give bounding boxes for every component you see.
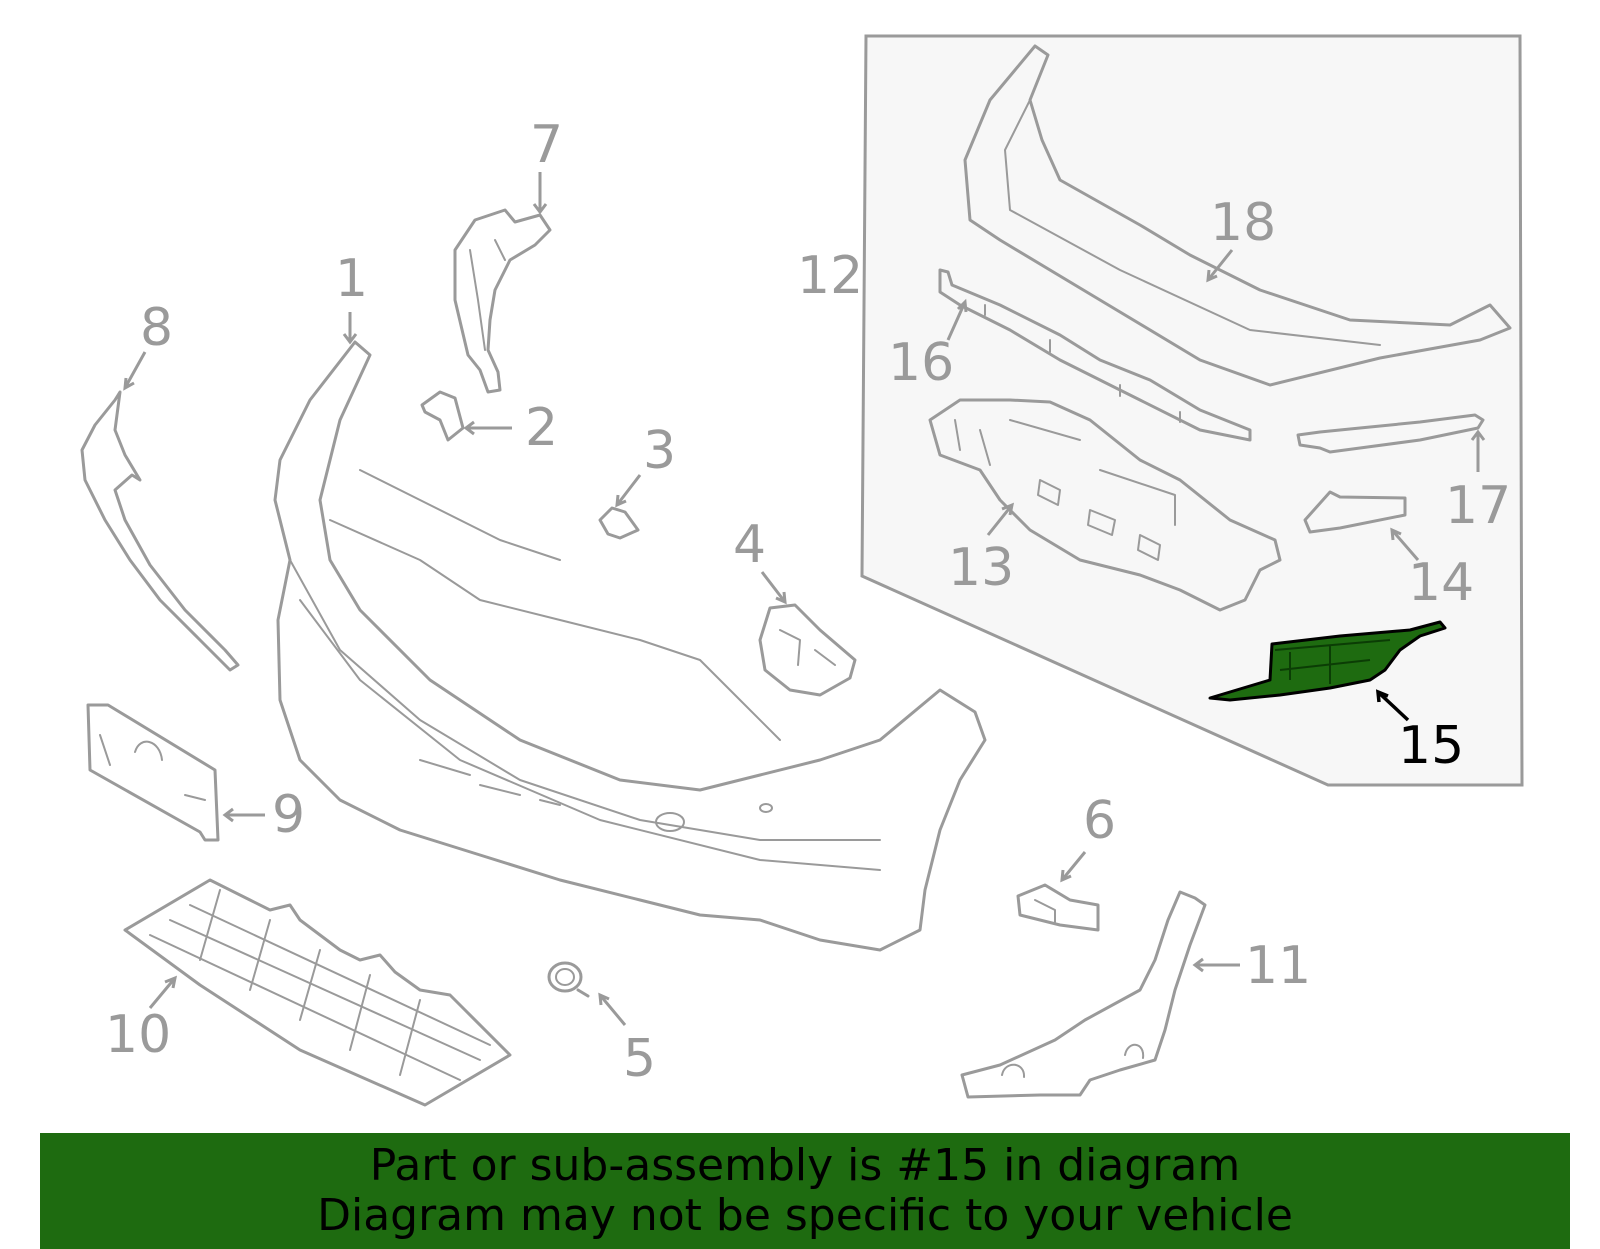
callout-5[interactable]: 5: [623, 1029, 656, 1089]
part-17-bracket[interactable]: [1296, 413, 1485, 454]
banner-line-disclaimer: Diagram may not be specific to your vehi…: [317, 1190, 1293, 1241]
part-11-side-bracket[interactable]: [960, 890, 1207, 1099]
part-18-upper-absorber[interactable]: [963, 44, 1512, 387]
subassembly-inset-frame: [860, 34, 1524, 787]
callout-1[interactable]: 1: [335, 249, 368, 309]
callout-17[interactable]: 17: [1445, 476, 1511, 536]
part-4-bracket[interactable]: [758, 603, 857, 697]
callout-6[interactable]: 6: [1083, 791, 1116, 851]
callout-3[interactable]: 3: [643, 421, 676, 481]
banner-line-part-number: Part or sub-assembly is #15 in diagram: [369, 1140, 1241, 1191]
info-banner: Part or sub-assembly is #15 in diagram D…: [40, 1133, 1570, 1249]
callout-labels: 1 2 3 4 5 6 7 8 9 10 11 12 13 14 15 16 1…: [105, 115, 1511, 1089]
part-3-clip[interactable]: [598, 506, 640, 540]
callout-4[interactable]: 4: [733, 515, 766, 575]
callout-7[interactable]: 7: [530, 115, 563, 175]
part-13-energy-absorber[interactable]: [928, 398, 1282, 612]
callout-2[interactable]: 2: [525, 398, 558, 458]
part-2-clip[interactable]: [420, 390, 465, 442]
part-16-strip-bracket[interactable]: [938, 268, 1252, 442]
part-7-side-bracket[interactable]: [453, 208, 552, 394]
callout-11[interactable]: 11: [1245, 936, 1311, 996]
callout-9[interactable]: 9: [272, 785, 305, 845]
part-6-bracket[interactable]: [1016, 883, 1100, 932]
callout-15[interactable]: 15: [1398, 716, 1464, 776]
callout-18[interactable]: 18: [1210, 193, 1276, 253]
part-5-grommet[interactable]: [547, 961, 590, 998]
callout-8[interactable]: 8: [140, 298, 173, 358]
part-14-bracket[interactable]: [1303, 490, 1407, 534]
part-1-bumper-cover[interactable]: [273, 340, 987, 952]
part-10-undercover[interactable]: [123, 878, 512, 1107]
callout-12[interactable]: 12: [797, 246, 863, 306]
callout-10[interactable]: 10: [105, 1005, 171, 1065]
part-8-side-trim[interactable]: [80, 390, 240, 672]
part-15-highlighted-bracket[interactable]: [1208, 620, 1447, 702]
part-9-plate-bracket[interactable]: [86, 703, 220, 842]
callout-13[interactable]: 13: [948, 538, 1014, 598]
callout-16[interactable]: 16: [888, 333, 954, 393]
callout-14[interactable]: 14: [1408, 553, 1474, 613]
leader-lines: [123, 172, 1486, 1026]
